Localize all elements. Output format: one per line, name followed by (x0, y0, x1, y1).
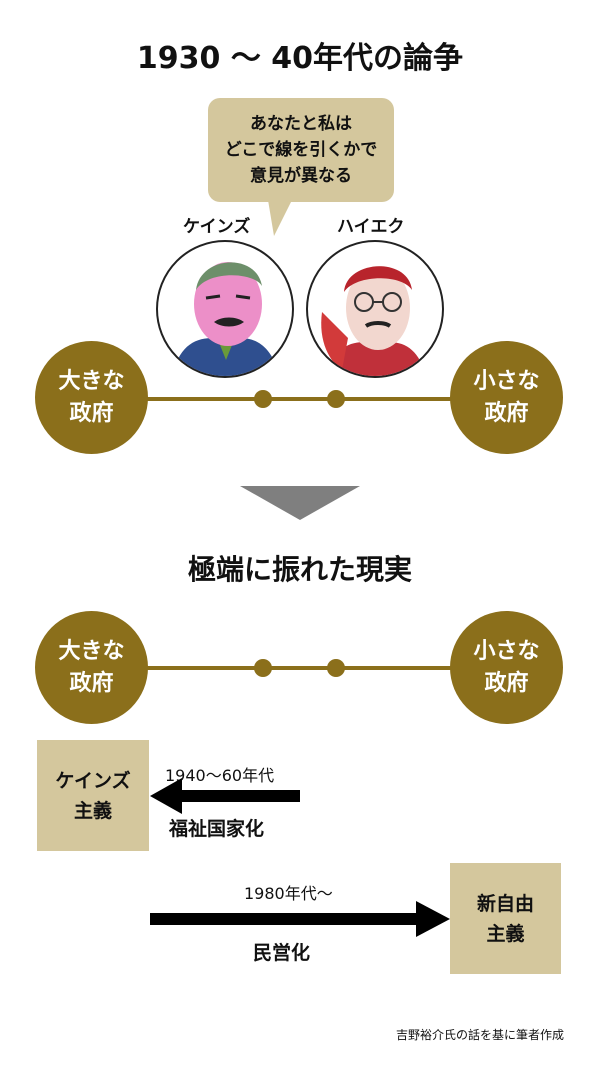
page-title: 1930 〜 40年代の論争 (136, 41, 464, 76)
reality-title: 極端に振れた現実 (187, 553, 412, 586)
down-triangle-icon (240, 486, 360, 520)
keynesian-period-label: 1940〜60年代 (165, 766, 275, 785)
privatization-label: 民営化 (253, 942, 311, 964)
scale-line-bottom (140, 666, 470, 670)
neoliberalism-box: 新自由 主義 (450, 863, 561, 974)
neoliberal-period-label: 1980年代〜 (244, 884, 333, 903)
big-government-circle-top: 大きな 政府 (35, 341, 148, 454)
scale-dot-right (327, 659, 345, 677)
scale-line-top (140, 397, 470, 401)
keynesianism-box: ケインズ 主義 (37, 740, 149, 851)
small-government-circle-bottom: 小さな 政府 (450, 611, 563, 724)
big-government-circle-bottom: 大きな 政府 (35, 611, 148, 724)
right-arrow-icon (150, 901, 450, 937)
hayek-position-dot (327, 390, 345, 408)
small-government-circle-top: 小さな 政府 (450, 341, 563, 454)
keynes-portrait-illustration (172, 262, 280, 376)
keynes-label: ケインズ (183, 217, 251, 237)
speech-bubble-text: あなたと私は どこで線を引くかで 意見が異なる (224, 114, 378, 186)
neoliberalism-label: 新自由 主義 (476, 892, 534, 945)
welfare-state-label: 福祉国家化 (169, 818, 265, 840)
hayek-portrait-illustration (321, 266, 426, 376)
big-government-label-top: 大きな 政府 (58, 368, 125, 426)
speech-bubble-tail (268, 200, 292, 236)
small-government-label-bottom: 小さな 政府 (473, 638, 540, 696)
hayek-portrait (306, 240, 444, 378)
keynes-portrait (156, 240, 294, 378)
small-government-label-top: 小さな 政府 (473, 368, 540, 426)
keynes-position-dot (254, 390, 272, 408)
left-arrow-icon (150, 778, 300, 814)
source-credit: 吉野裕介氏の話を基に筆者作成 (395, 1028, 564, 1042)
big-government-label-bottom: 大きな 政府 (58, 638, 125, 696)
scale-dot-left (254, 659, 272, 677)
speech-bubble: あなたと私は どこで線を引くかで 意見が異なる (208, 98, 394, 202)
hayek-label: ハイエク (337, 217, 405, 237)
keynesianism-label: ケインズ 主義 (55, 769, 131, 822)
